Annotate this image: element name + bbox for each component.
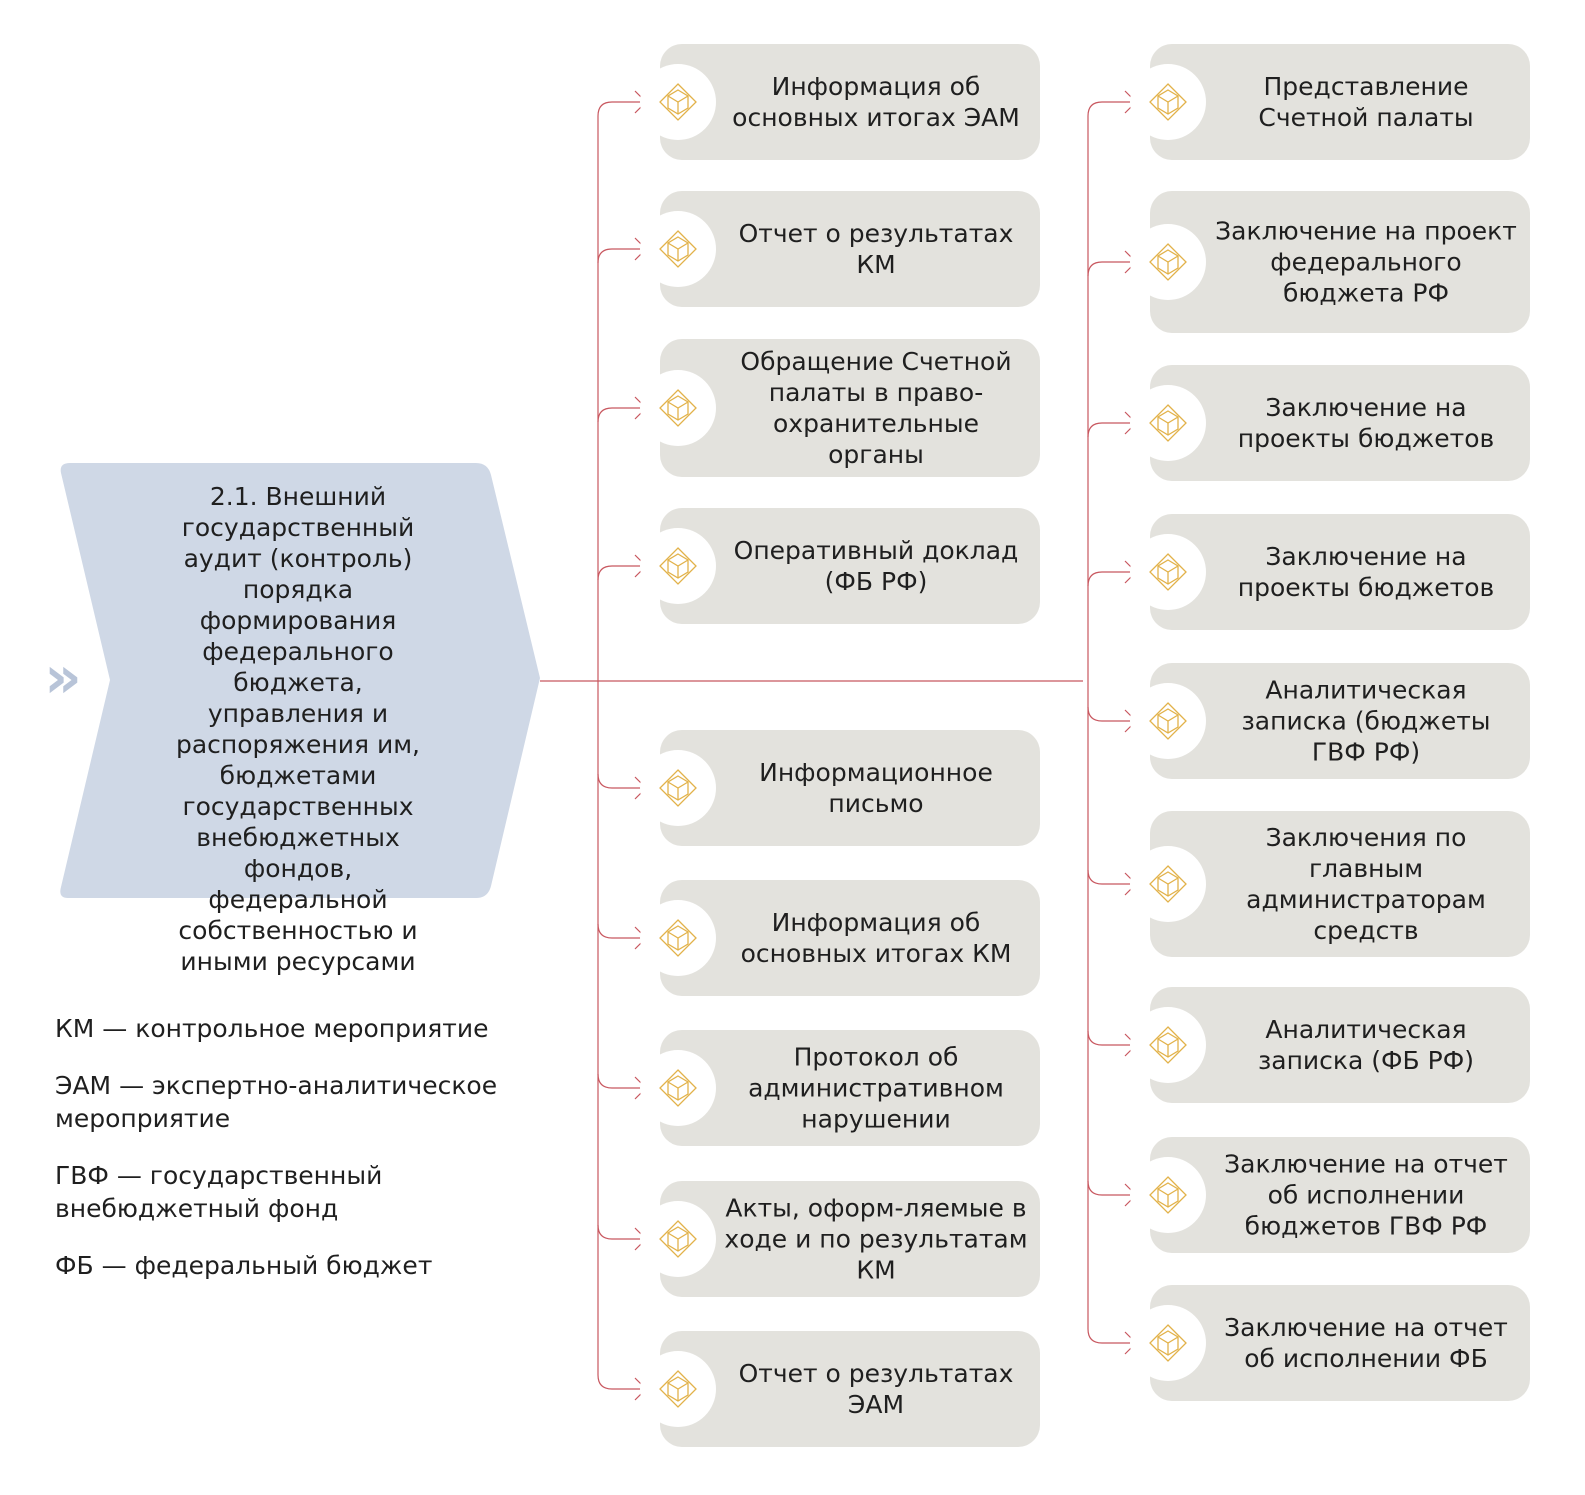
node-icon-badge: [1130, 846, 1206, 922]
node-icon-badge: [640, 211, 716, 287]
node-icon-badge: [1130, 1157, 1206, 1233]
node-icon-badge: [640, 1201, 716, 1277]
node-icon-badge: [1130, 534, 1206, 610]
node-icon-badge: [640, 370, 716, 446]
left-connector-branch: [597, 407, 646, 423]
right-column-node: Заключение на отчет об исполнении бюджет…: [1130, 1137, 1530, 1253]
right-connector-branch: [1087, 422, 1136, 438]
node-label: Информация об основных итогах КМ: [740, 908, 1012, 968]
node-label: Информационное письмо: [759, 758, 993, 818]
node-label: Представление Счетной палаты: [1258, 72, 1474, 132]
root-title: 2.1. Внешний государственный аудит (конт…: [175, 482, 421, 976]
right-connector-branch: [1087, 1180, 1136, 1196]
node-icon-badge: [1130, 1305, 1206, 1381]
right-column-node: Заключения по главным администраторам ср…: [1130, 811, 1530, 957]
node-icon-badge: [640, 1351, 716, 1427]
node-icon-badge: [1130, 224, 1206, 300]
legend-item-eam: ЭАМ — экспертно-аналитическое мероприяти…: [55, 1071, 498, 1133]
node-label: Аналитическая записка (ФБ РФ): [1257, 1015, 1475, 1075]
left-column-node: Информация об основных итогах КМ: [640, 880, 1040, 996]
right-column-node: Заключение на проекты бюджетов: [1130, 514, 1530, 630]
left-connector-branch: [597, 565, 646, 581]
left-connector-branch: [597, 1073, 646, 1089]
node-icon-badge: [640, 900, 716, 976]
right-connector-branch: [1087, 571, 1136, 587]
double-chevron-right-icon: »: [44, 643, 81, 711]
right-connector-branch: [1087, 706, 1136, 722]
right-column-node: Заключение на проекты бюджетов: [1130, 365, 1530, 481]
node-label: Обращение Счетной палаты в право-охранит…: [740, 347, 1012, 469]
node-label: Акты, оформ-ляемые в ходе и по результат…: [724, 1193, 1028, 1285]
left-column-node: Отчет о результатах ЭАМ: [640, 1331, 1040, 1447]
right-column-node: Аналитическая записка (бюджеты ГВФ РФ): [1130, 663, 1530, 779]
node-label: Заключение на отчет об исполнении бюджет…: [1224, 1149, 1508, 1241]
right-column-node: Заключение на отчет об исполнении ФБ: [1130, 1285, 1530, 1401]
left-column-node: Информация об основных итогах ЭАМ: [640, 44, 1040, 160]
left-column-node: Оперативный доклад (ФБ РФ): [640, 508, 1040, 624]
left-column-node: Обращение Счетной палаты в право-охранит…: [640, 339, 1040, 477]
right-column-node: Заключение на проект федерального бюджет…: [1130, 191, 1530, 333]
chevron-badge: »: [20, 641, 98, 719]
legend: КМ — контрольное мероприятие ЭАМ — экспе…: [55, 1012, 555, 1306]
node-icon-badge: [640, 64, 716, 140]
left-connector-branch: [597, 1224, 646, 1240]
node-icon-badge: [1130, 64, 1206, 140]
legend-item-gvf: ГВФ — государственный внебюджетный фонд: [55, 1161, 383, 1223]
node-label: Оперативный доклад (ФБ РФ): [733, 536, 1019, 596]
legend-item-km: КМ — контрольное мероприятие: [55, 1014, 489, 1043]
legend-item-fb: ФБ — федеральный бюджет: [55, 1251, 433, 1280]
node-label: Отчет о результатах ЭАМ: [738, 1359, 1014, 1419]
node-label: Заключения по главным администраторам ср…: [1246, 823, 1486, 945]
node-label: Протокол об административном нарушении: [748, 1042, 1004, 1134]
right-column-node: Аналитическая записка (ФБ РФ): [1130, 987, 1530, 1103]
right-connector-branch: [1087, 261, 1136, 277]
node-icon-badge: [640, 1050, 716, 1126]
right-connector-branch: [1087, 1328, 1136, 1344]
node-label: Отчет о результатах КМ: [738, 219, 1014, 279]
left-connector-branch: [597, 1374, 646, 1390]
right-column-node: Представление Счетной палаты: [1130, 44, 1530, 160]
node-icon-badge: [1130, 1007, 1206, 1083]
left-column-node: Отчет о результатах КМ: [640, 191, 1040, 307]
node-label: Информация об основных итогах ЭАМ: [732, 72, 1020, 132]
node-icon-badge: [640, 750, 716, 826]
root-shape: [60, 463, 541, 898]
node-label: Заключение на проект федерального бюджет…: [1215, 216, 1517, 308]
node-label: Заключение на проекты бюджетов: [1237, 542, 1495, 602]
left-connector-branch: [597, 773, 646, 789]
left-connector-branch: [597, 923, 646, 939]
node-icon-badge: [1130, 683, 1206, 759]
left-column-node: Акты, оформ-ляемые в ходе и по результат…: [640, 1181, 1040, 1297]
left-connector-branch: [597, 248, 646, 264]
left-connector-branch: [597, 101, 646, 117]
left-column-node: Информационное письмо: [640, 730, 1040, 846]
node-label: Заключение на отчет об исполнении ФБ: [1224, 1313, 1508, 1373]
node-icon-badge: [640, 528, 716, 604]
node-icon-badge: [1130, 385, 1206, 461]
node-label: Аналитическая записка (бюджеты ГВФ РФ): [1241, 675, 1491, 767]
left-column-node: Протокол об административном нарушении: [640, 1030, 1040, 1146]
root-node: 2.1. Внешний государственный аудит (конт…: [58, 463, 548, 976]
right-connector-branch: [1087, 101, 1136, 117]
right-connector-branch: [1087, 1030, 1136, 1046]
right-connector-branch: [1087, 869, 1136, 885]
node-label: Заключение на проекты бюджетов: [1237, 393, 1495, 453]
